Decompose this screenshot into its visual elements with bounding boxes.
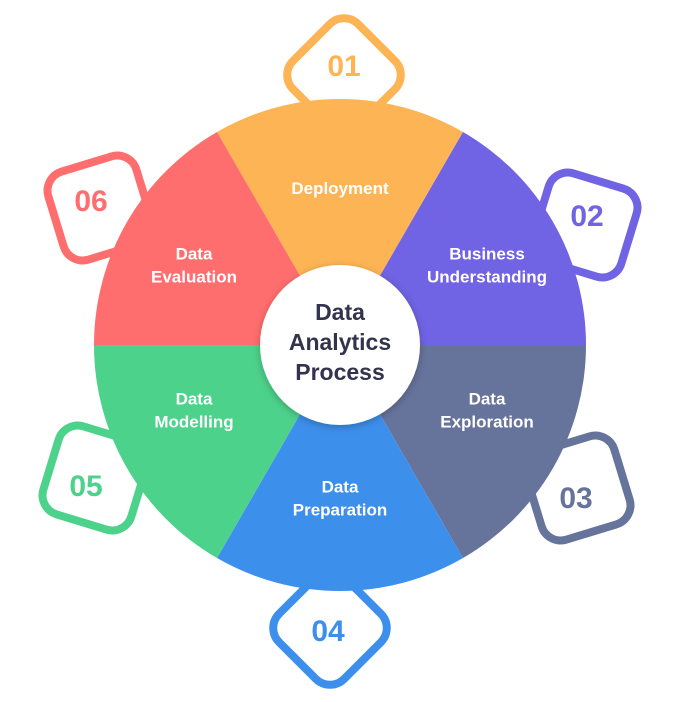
step-number: 03 (559, 482, 592, 515)
step-label: Data (469, 390, 506, 409)
wedge-data-evaluation (94, 131, 340, 345)
wedge-data-preparation (217, 345, 463, 591)
badge-frame (269, 567, 391, 689)
step-number: 01 (327, 50, 360, 83)
wedge-business-understanding (340, 131, 586, 345)
step-label: Understanding (427, 268, 547, 287)
step-number: 02 (570, 200, 603, 233)
step-label: Data (322, 478, 359, 497)
step-label: Data (176, 245, 213, 264)
wedge-data-modelling (94, 345, 340, 559)
step-number: 05 (69, 470, 102, 503)
wedge-data-exploration (340, 345, 586, 559)
step-number: 04 (311, 615, 345, 648)
center-title-line-3: Process (295, 359, 385, 385)
step-label: Data (176, 390, 213, 409)
center-title-line-1: Data (315, 299, 365, 325)
step-label: Evaluation (151, 268, 237, 287)
center-title-line-2: Analytics (289, 329, 391, 355)
step-badge-04: 04 (269, 567, 391, 689)
step-label: Preparation (293, 501, 387, 520)
step-label: Exploration (440, 413, 534, 432)
step-label: Modelling (154, 413, 233, 432)
step-number: 06 (74, 185, 107, 218)
wedge-deployment (217, 99, 463, 345)
step-label: Business (449, 245, 525, 264)
step-label: Deployment (291, 179, 389, 198)
center-circle (260, 265, 420, 425)
